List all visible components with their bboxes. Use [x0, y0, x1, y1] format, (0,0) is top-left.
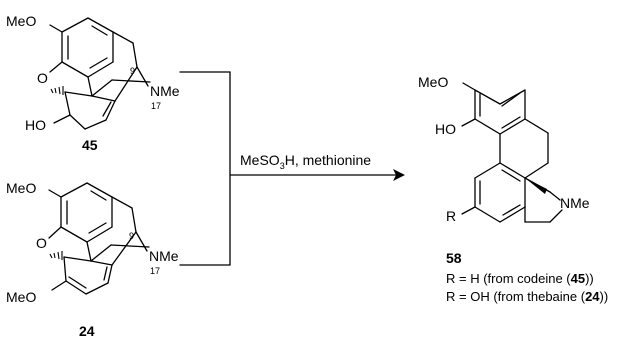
compound-number-58: 58 — [446, 250, 462, 266]
ether-oxygen-label: O — [37, 70, 48, 86]
ether-bond — [49, 61, 63, 73]
amine-label: NMe — [560, 195, 590, 211]
compound-58-structure: MeO HO NMe R 58 R = H (f — [418, 74, 608, 304]
c6a-wedge-bond — [525, 178, 547, 194]
methoxy-label: MeO — [6, 13, 36, 29]
methoxy-label: MeO — [418, 74, 448, 90]
amine-label: NMe — [149, 248, 179, 264]
r-definition-line-1: R = H (from codeine (45)) — [446, 271, 594, 286]
ether-bond — [48, 226, 62, 239]
methoxy-bond — [462, 82, 476, 91]
hydroxyl-label: HO — [25, 117, 46, 133]
locant-9: 9 — [129, 231, 134, 241]
amine-label: NMe — [150, 83, 180, 99]
r-definition-line-2: R = OH (from thebaine (24)) — [446, 289, 608, 304]
reaction-connector — [179, 71, 405, 266]
methoxy-label-top: MeO — [6, 180, 36, 196]
compound-number-45: 45 — [82, 137, 98, 153]
compound-24-structure: MeO O MeO 9 NMe 17 24 — [6, 180, 179, 339]
compound-45-structure: MeO O HO 9 NMe 17 45 — [6, 13, 180, 153]
quaternary-bond — [87, 76, 93, 97]
reaction-arrow-head — [393, 169, 405, 181]
ether-oxygen-label: O — [36, 235, 47, 251]
methoxy-bond — [49, 24, 63, 33]
methoxy-bond-bottom — [51, 280, 67, 291]
hydroxyl-bond — [53, 114, 71, 124]
locant-9: 9 — [130, 66, 135, 76]
hydroxyl-bond — [461, 118, 476, 127]
locant-17: 17 — [150, 266, 160, 276]
hydroxyl-label: HO — [435, 121, 456, 137]
reaction-conditions: MeSO3H, methionine — [240, 152, 371, 171]
c5-hashed-bond — [50, 86, 64, 95]
r-group-label: R — [446, 208, 456, 224]
methoxy-label-bottom: MeO — [6, 289, 36, 305]
ring-a-bonds — [474, 89, 526, 135]
r-bond — [461, 206, 476, 215]
aromatic-ring-bonds — [60, 182, 113, 243]
locant-17: 17 — [151, 101, 161, 111]
compound-number-24: 24 — [79, 323, 95, 339]
aromatic-ring-bonds — [61, 17, 114, 78]
c5-hashed-bond — [49, 251, 63, 260]
ring-d-bonds — [474, 162, 526, 223]
methoxy-bond-top — [48, 189, 62, 198]
